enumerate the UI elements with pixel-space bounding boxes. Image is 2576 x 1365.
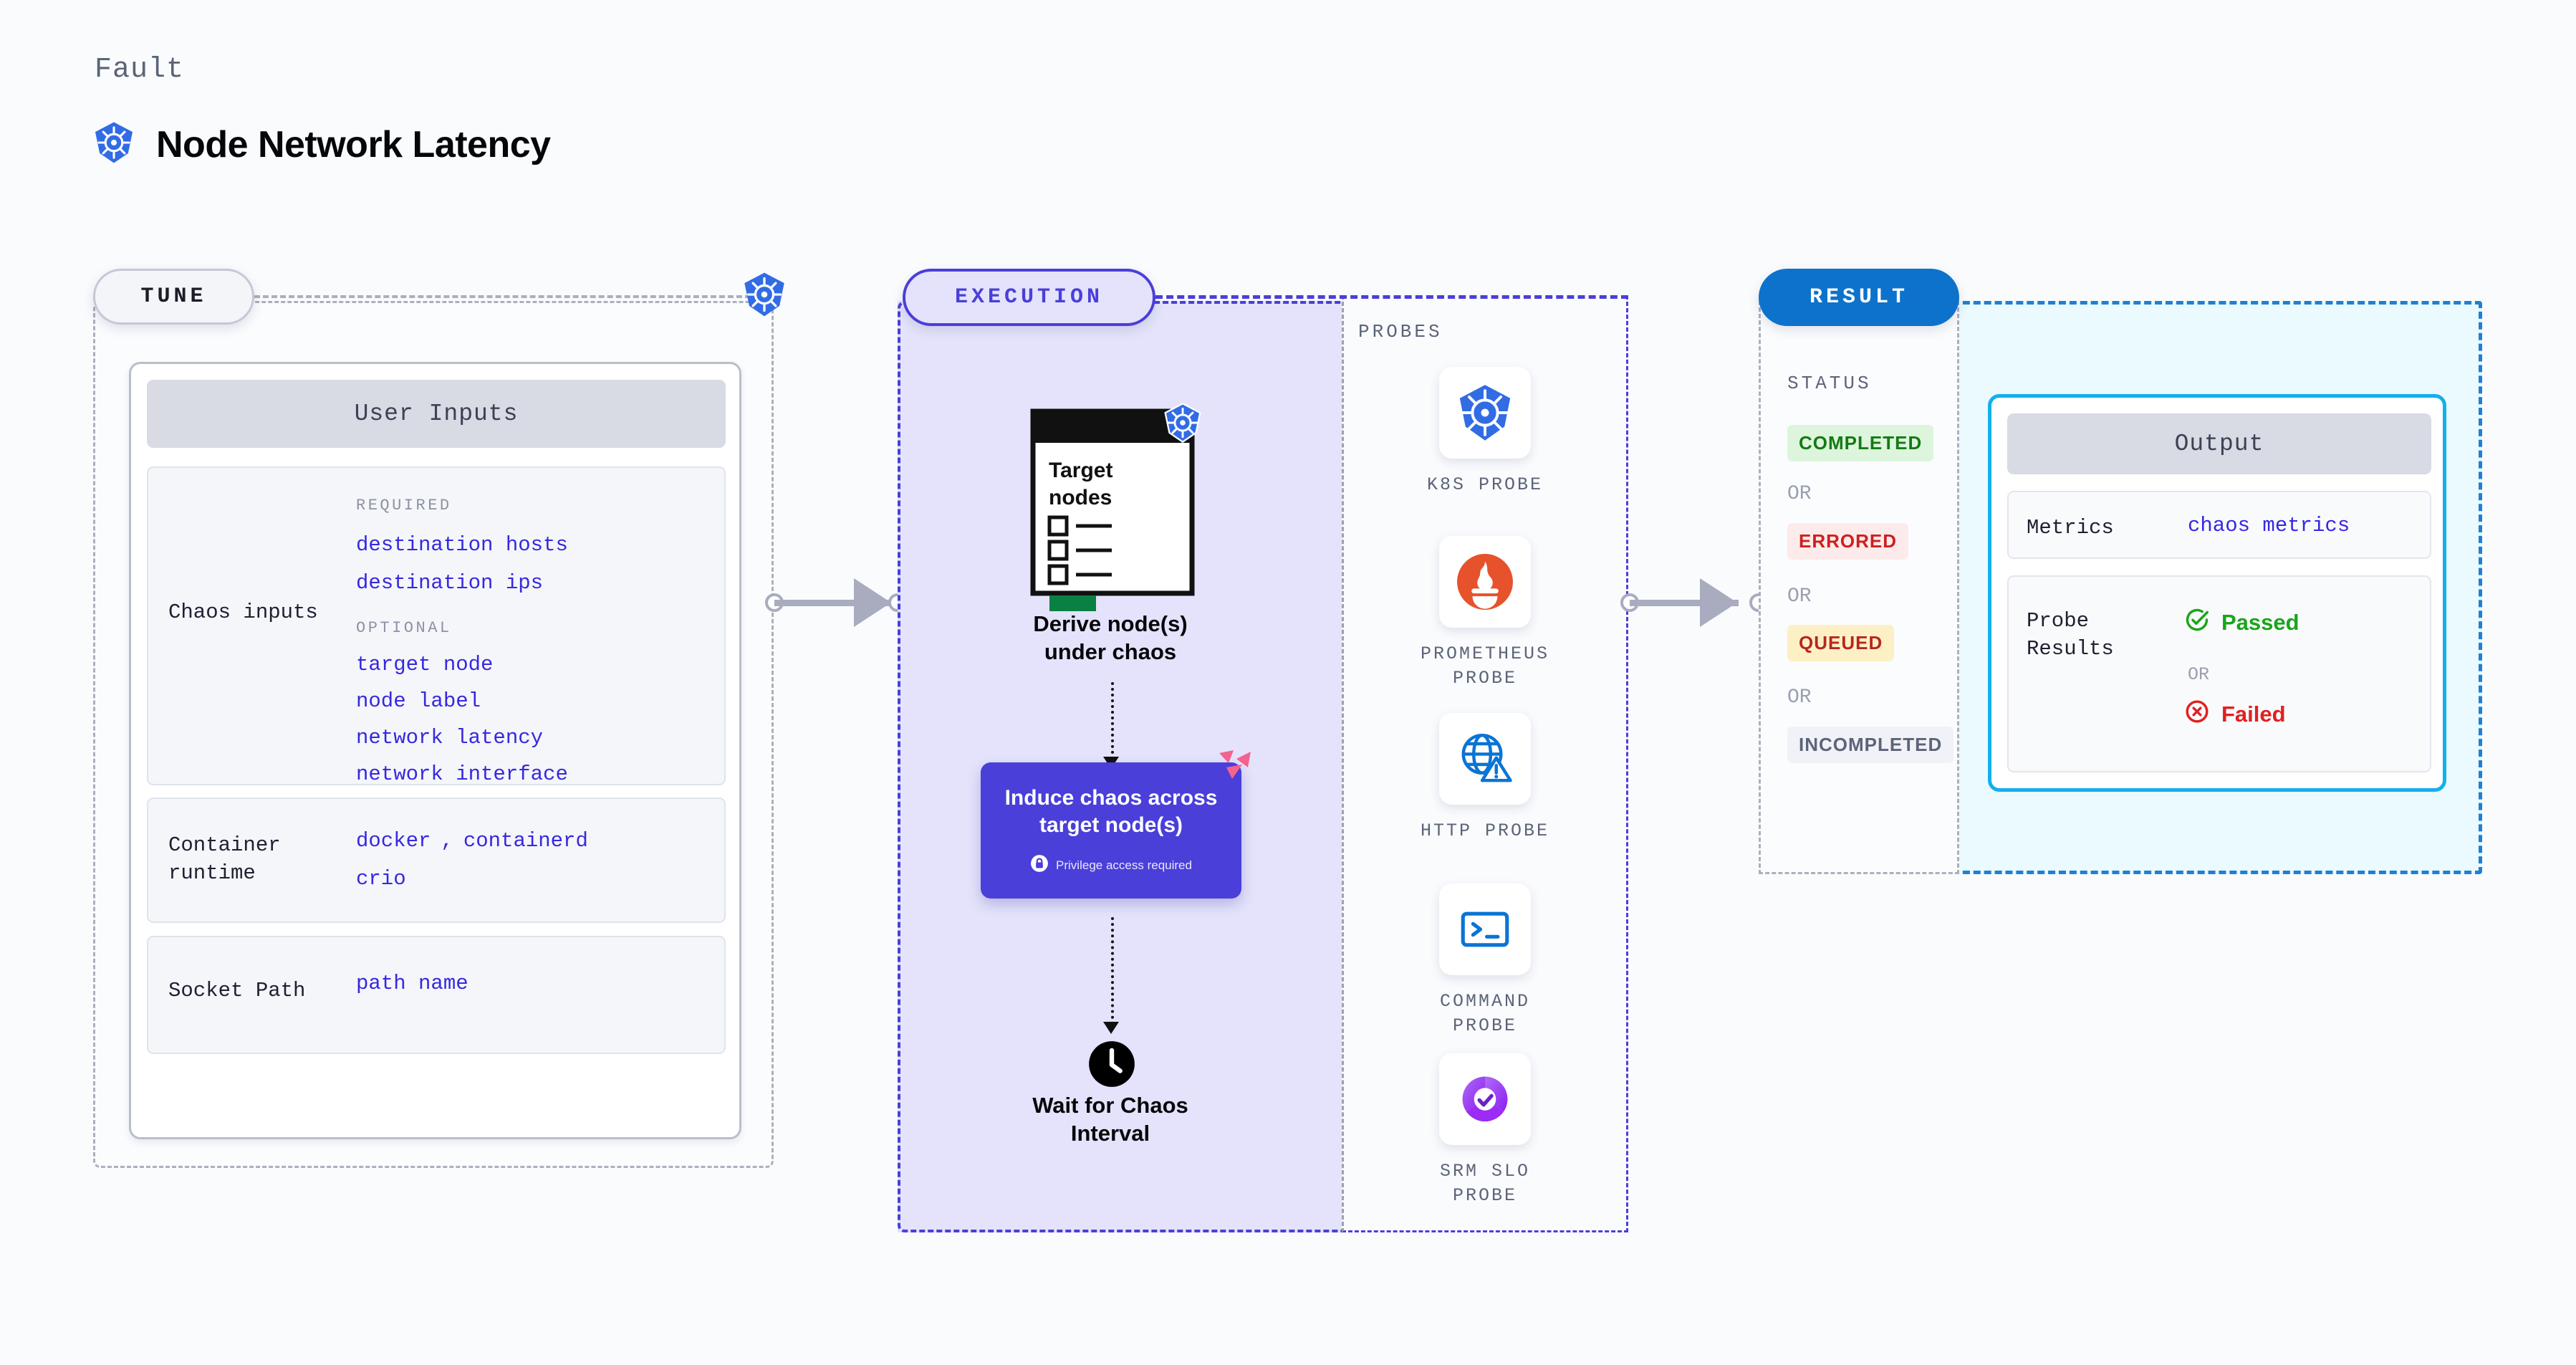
tune-pill-label: TUNE	[140, 284, 207, 309]
status-badge-errored: ERRORED	[1787, 523, 1909, 560]
connector-line	[774, 600, 893, 606]
connector-arrowhead	[854, 578, 891, 627]
tune-pill[interactable]: TUNE	[93, 269, 254, 325]
status-text: QUEUED	[1799, 632, 1883, 653]
container-runtime-label: Container runtime	[168, 833, 281, 886]
status-badge-incompleted: INCOMPLETED	[1787, 727, 1954, 763]
probe-command[interactable]: COMMAND PROBE	[1342, 883, 1628, 1038]
chaos-inputs-box: Chaos inputs REQUIRED destination hosts …	[147, 466, 726, 786]
input-network-latency[interactable]: network latency	[356, 726, 544, 749]
result-status-column	[1759, 301, 1959, 874]
target-nodes-progress-bar	[1049, 595, 1096, 611]
prometheus-icon	[1439, 536, 1531, 628]
execution-dashed-connector	[1155, 295, 1628, 299]
page-title: Node Network Latency	[156, 123, 551, 166]
socket-path-label: Socket Path	[168, 979, 306, 1002]
slo-donut-check-icon	[1439, 1053, 1531, 1145]
wait-step-caption: Wait for Chaos Interval	[1032, 1093, 1188, 1146]
clock-icon	[1087, 1040, 1136, 1092]
privilege-note: Privilege access required	[1030, 854, 1192, 876]
probe-k8s[interactable]: K8S PROBE	[1342, 367, 1628, 497]
probe-result-or: OR	[2188, 664, 2210, 685]
probe-label: SRM SLO PROBE	[1439, 1161, 1531, 1206]
lock-icon	[1030, 854, 1049, 876]
input-destination-ips[interactable]: destination ips	[356, 571, 544, 595]
user-inputs-title: User Inputs	[147, 380, 726, 448]
tune-dashed-connector	[254, 295, 759, 298]
svg-text:Target: Target	[1049, 459, 1112, 482]
probe-result-passed: Passed	[2184, 607, 2299, 638]
page-header: Node Network Latency	[92, 120, 551, 168]
passed-label: Passed	[2221, 610, 2299, 635]
check-circle-icon	[2184, 607, 2210, 638]
metrics-value[interactable]: chaos metrics	[2188, 514, 2350, 537]
runtime-separator: ,	[441, 829, 453, 853]
connector-line	[1630, 600, 1739, 606]
probe-results-box: Probe Results Passed OR F	[2007, 575, 2431, 772]
target-nodes-card-icon: Target nodes	[1030, 408, 1195, 600]
status-text: INCOMPLETED	[1799, 734, 1943, 755]
output-title: Output	[2007, 413, 2431, 474]
kubernetes-icon	[741, 271, 788, 322]
output-card: Output Metrics chaos metrics Probe Resul…	[1988, 394, 2446, 792]
status-badge-queued: QUEUED	[1787, 625, 1895, 661]
container-runtime-box: Container runtime docker , containerd cr…	[147, 798, 726, 923]
kubernetes-icon	[92, 120, 136, 168]
status-text: ERRORED	[1799, 530, 1898, 552]
page-eyebrow: Fault	[95, 54, 185, 86]
status-badge-completed: COMPLETED	[1787, 425, 1934, 461]
runtime-docker[interactable]: docker	[356, 829, 431, 853]
litmus-logo-icon	[1218, 749, 1252, 784]
probe-srm-slo[interactable]: SRM SLO PROBE	[1342, 1053, 1628, 1208]
required-heading: REQUIRED	[356, 497, 452, 514]
probe-results-label: Probe Results	[2027, 609, 2114, 661]
socket-path-value[interactable]: path name	[356, 972, 468, 995]
probe-result-failed: Failed	[2184, 699, 2286, 730]
optional-heading: OPTIONAL	[356, 619, 452, 637]
kubernetes-icon	[1439, 367, 1531, 459]
metrics-label: Metrics	[2027, 516, 2114, 540]
execution-pill[interactable]: EXECUTION	[903, 269, 1155, 326]
probe-http[interactable]: HTTP PROBE	[1342, 713, 1628, 843]
induce-chaos-step[interactable]: Induce chaos across target node(s) Privi…	[981, 762, 1241, 899]
probe-label: PROMETHEUS PROBE	[1420, 643, 1550, 689]
input-destination-hosts[interactable]: destination hosts	[356, 533, 568, 557]
input-node-label[interactable]: node label	[356, 689, 481, 713]
terminal-icon	[1439, 883, 1531, 975]
status-or-2: OR	[1787, 585, 1812, 608]
status-text: COMPLETED	[1799, 432, 1923, 454]
probe-label: COMMAND PROBE	[1439, 991, 1531, 1036]
probe-label: HTTP PROBE	[1420, 820, 1550, 841]
user-inputs-card: User Inputs Chaos inputs REQUIRED destin…	[129, 362, 741, 1139]
result-pill-label: RESULT	[1809, 285, 1909, 310]
input-target-node[interactable]: target node	[356, 653, 494, 676]
execution-pill-label: EXECUTION	[954, 285, 1104, 310]
x-circle-icon	[2184, 699, 2210, 730]
input-network-interface[interactable]: network interface	[356, 762, 568, 786]
globe-warning-icon	[1439, 713, 1531, 805]
derive-step-caption: Derive node(s) under chaos	[1033, 611, 1188, 664]
runtime-containerd[interactable]: containerd	[463, 829, 588, 853]
probe-prometheus[interactable]: PROMETHEUS PROBE	[1342, 536, 1628, 691]
status-or-3: OR	[1787, 686, 1812, 709]
status-label: STATUS	[1787, 373, 1872, 394]
runtime-crio[interactable]: crio	[356, 867, 406, 891]
failed-label: Failed	[2221, 701, 2286, 727]
socket-path-box: Socket Path path name	[147, 936, 726, 1054]
privilege-note-text: Privilege access required	[1056, 858, 1192, 872]
kubernetes-icon	[1162, 402, 1203, 447]
chaos-inputs-label: Chaos inputs	[168, 600, 318, 624]
probes-label: PROBES	[1358, 321, 1443, 343]
status-or-1: OR	[1787, 483, 1812, 505]
svg-text:nodes: nodes	[1049, 486, 1112, 509]
result-pill[interactable]: RESULT	[1759, 269, 1959, 326]
probe-label: K8S PROBE	[1426, 474, 1544, 495]
metrics-box: Metrics chaos metrics	[2007, 491, 2431, 559]
connector-arrowhead	[1700, 578, 1737, 627]
induce-chaos-title: Induce chaos across target node(s)	[1004, 786, 1218, 837]
